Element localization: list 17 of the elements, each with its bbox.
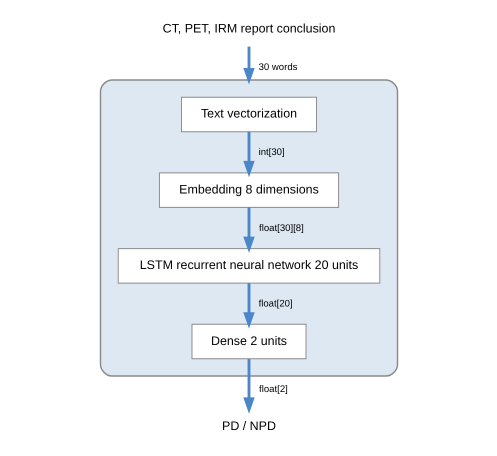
arrow <box>242 358 254 414</box>
node-box: Dense 2 units <box>191 324 306 360</box>
edge-label: int[30] <box>258 147 284 158</box>
node-text: CT, PET, IRM report conclusion <box>162 21 335 36</box>
arrow <box>242 283 254 329</box>
edge-label: float[30][8] <box>258 222 304 234</box>
node-box: LSTM recurrent neural network 20 units <box>117 248 380 284</box>
cluster <box>99 79 398 377</box>
edge-label: 30 words <box>258 62 297 73</box>
edge-label: float[2] <box>258 384 288 395</box>
node-box: Text vectorization <box>180 96 317 132</box>
node-box: Embedding 8 dimensions <box>158 172 339 208</box>
arrow <box>242 207 254 253</box>
node-text: PD / NPD <box>222 419 276 434</box>
arrow <box>242 46 254 84</box>
edge-label: float[20] <box>258 298 292 310</box>
arrow <box>242 132 254 178</box>
